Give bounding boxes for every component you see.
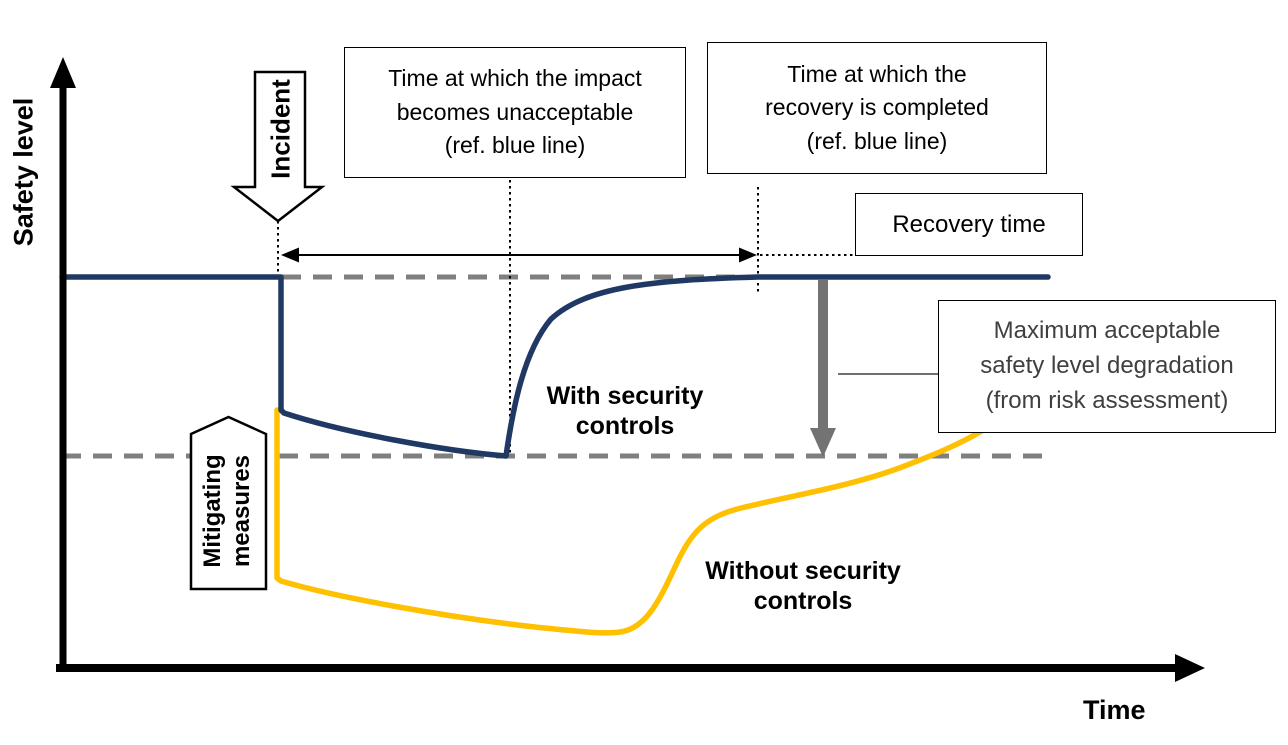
x-axis-label: Time	[1083, 695, 1146, 725]
incident-arrow-shape	[230, 70, 326, 223]
without-security-controls-label: Without security controls	[705, 557, 901, 615]
impact-unacceptable-box: Time at which the impact becomes unaccep…	[344, 47, 686, 178]
x-axis-arrowhead	[1175, 654, 1205, 682]
recovery-time-arrowhead-left	[281, 247, 299, 263]
recovery-time-arrowhead-right	[739, 247, 757, 263]
without-security-controls-curve	[274, 407, 988, 636]
incident-label: Incident	[265, 79, 296, 179]
mitigating-measures-shape	[189, 415, 268, 591]
degradation-arrowhead	[810, 428, 836, 457]
with-security-controls-curve	[59, 274, 1051, 459]
recovery-time-box: Recovery time	[855, 193, 1083, 256]
degradation-arrow-shaft	[818, 280, 828, 429]
max-degradation-box: Maximum acceptable safety level degradat…	[938, 300, 1276, 433]
y-axis-arrowhead	[50, 57, 76, 88]
mitigating-measures-label: Mitigating measures	[199, 454, 255, 568]
recovery-completed-box: Time at which the recovery is completed …	[707, 42, 1047, 174]
with-security-controls-label: With security controls	[546, 382, 704, 440]
y-axis-label: Safety level	[8, 97, 39, 247]
